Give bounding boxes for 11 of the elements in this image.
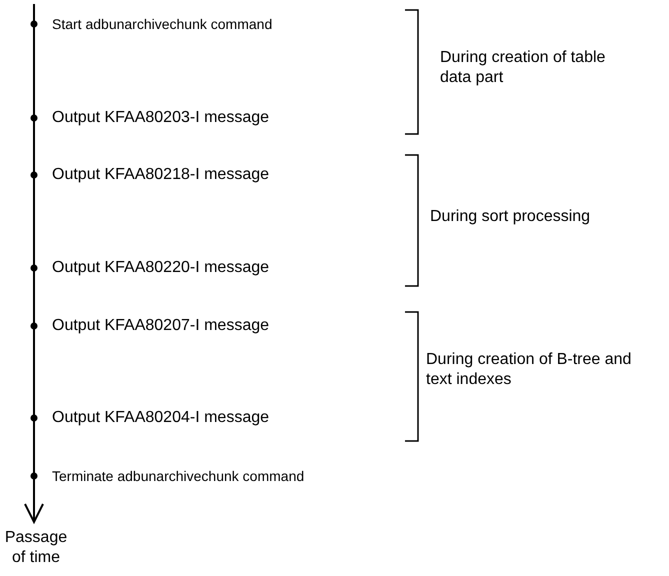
event-text: Output KFAA80207-I message <box>52 316 270 336</box>
event-text: Output KFAA80204-I message <box>52 408 270 428</box>
event-text: Output KFAA80218-I message <box>52 165 270 185</box>
period-text: During creation of B-tree and text indexes <box>426 350 632 390</box>
axis-label: Passage of time <box>4 528 68 568</box>
event-text: Output KFAA80203-I message <box>52 108 270 128</box>
period-text: During sort processing <box>430 207 592 227</box>
event-text: Output KFAA80220-I message <box>52 258 270 278</box>
event-text: Terminate adbunarchivechunk command <box>52 467 304 486</box>
event-text: Start adbunarchivechunk command <box>52 15 272 34</box>
period-text: During creation of table data part <box>440 48 606 88</box>
